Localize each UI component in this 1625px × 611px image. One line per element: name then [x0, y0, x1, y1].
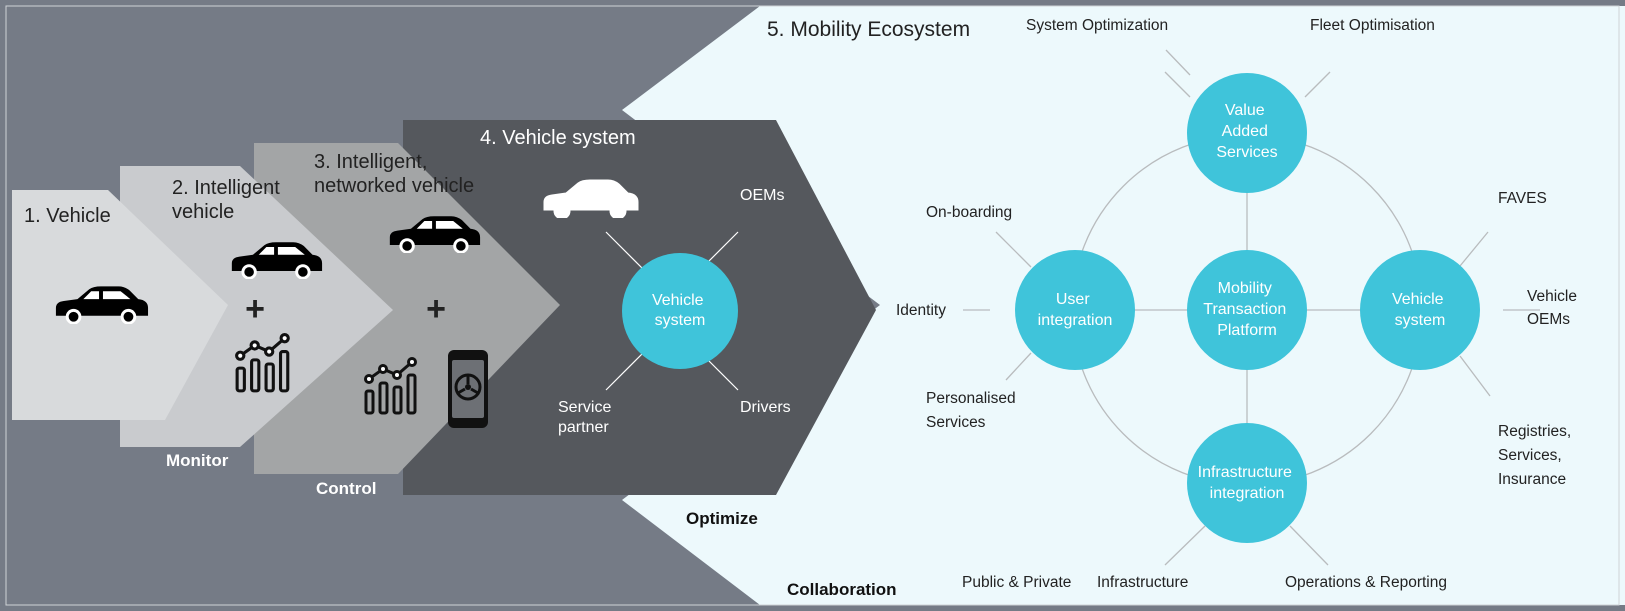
node-top-line-3: Services [1216, 144, 1277, 161]
registries-line-2: Services, [1498, 447, 1562, 464]
personalised-line-1: Personalised [926, 390, 1016, 407]
stage-3-footer: Control [316, 479, 376, 498]
outer-frame [5, 5, 1620, 606]
label-system-optimization: System Optimization [1026, 17, 1168, 34]
label-onboarding: On-boarding [926, 204, 1012, 221]
spoke-label-oems: OEMs [740, 187, 784, 204]
node-infrastructure-integration-label: Infrastructure integration [1198, 464, 1297, 502]
node-bottom-line-2: integration [1210, 485, 1285, 502]
node-center-line-1: Mobility [1218, 280, 1272, 297]
service-partner-line-1: Service [558, 399, 611, 416]
node-value-added-services [1187, 73, 1307, 193]
label-fleet-optimisation: Fleet Optimisation [1310, 17, 1435, 34]
plus-sign: + [426, 290, 446, 328]
service-partner-line-2: partner [558, 419, 609, 436]
stage-1-title: 1. Vehicle [24, 205, 111, 227]
node-center-line-3: Platform [1217, 322, 1277, 339]
plus-sign: + [245, 290, 265, 328]
stage-3-title-line-1: 3. Intelligent, [314, 151, 427, 173]
node-vehicle-system-label: Vehicle system [1392, 291, 1448, 329]
stage-3-title: 3. Intelligent, networked vehicle [314, 151, 474, 197]
node-user-integration [1015, 250, 1135, 370]
personalised-line-2: Services [926, 414, 986, 431]
spoke-label-service-partner: Service partner [558, 399, 616, 436]
node-bottom-line-1: Infrastructure [1198, 464, 1292, 481]
stage-2-title-line-1: 2. Intelligent [172, 177, 280, 199]
node-mobility-transaction-platform-label: Mobility Transaction Platform [1203, 280, 1290, 339]
label-infrastructure: Infrastructure [1097, 574, 1188, 591]
hub-line-1: Vehicle [652, 292, 704, 309]
stage-4-footer: Optimize [686, 509, 758, 528]
node-left-line-2: integration [1038, 312, 1113, 329]
stage-3-title-line-2: networked vehicle [314, 175, 474, 197]
smartphone-icon [448, 350, 488, 428]
ecosystem-footer: Collaboration [787, 580, 897, 599]
stage-3-chevron [254, 143, 560, 474]
label-personalised-services: Personalised Services [926, 390, 1020, 431]
label-identity: Identity [896, 302, 946, 319]
ecosystem-outer-labels: System Optimization Fleet Optimisation O… [896, 17, 1581, 591]
vehicle-system-hub-label: Vehicle system [652, 292, 708, 329]
node-infrastructure-integration [1187, 423, 1307, 543]
node-right-line-1: Vehicle [1392, 291, 1444, 308]
vehicle-oems-line-1: Vehicle [1527, 288, 1577, 305]
hub-line-2: system [655, 312, 706, 329]
node-user-integration-label: User integration [1038, 291, 1113, 329]
node-top-line-1: Value [1225, 102, 1265, 119]
node-vehicle-system [1360, 250, 1480, 370]
stage-4-title: 4. Vehicle system [480, 127, 636, 149]
label-registries: Registries, Services, Insurance [1498, 423, 1576, 488]
node-center-line-2: Transaction [1203, 301, 1286, 318]
spoke-label-drivers: Drivers [740, 399, 791, 416]
registries-line-1: Registries, [1498, 423, 1571, 440]
node-top-line-2: Added [1222, 123, 1268, 140]
stage-2-footer: Monitor [166, 451, 229, 470]
node-mobility-transaction-platform [1187, 250, 1307, 370]
stage-2-title: 2. Intelligent vehicle [172, 177, 285, 223]
label-operations-reporting: Operations & Reporting [1285, 574, 1447, 591]
node-right-line-2: system [1395, 312, 1446, 329]
node-value-added-services-label: Value Added Services [1216, 102, 1277, 161]
registries-line-3: Insurance [1498, 471, 1566, 488]
stage-2-title-line-2: vehicle [172, 201, 234, 223]
ecosystem-title: 5. Mobility Ecosystem [767, 18, 970, 41]
vehicle-system-hub [622, 253, 738, 369]
label-public-private: Public & Private [962, 574, 1071, 591]
vehicle-oems-line-2: OEMs [1527, 311, 1570, 328]
node-left-line-1: User [1056, 291, 1090, 308]
label-faves: FAVES [1498, 190, 1547, 207]
label-vehicle-oems: Vehicle OEMs [1527, 288, 1581, 328]
